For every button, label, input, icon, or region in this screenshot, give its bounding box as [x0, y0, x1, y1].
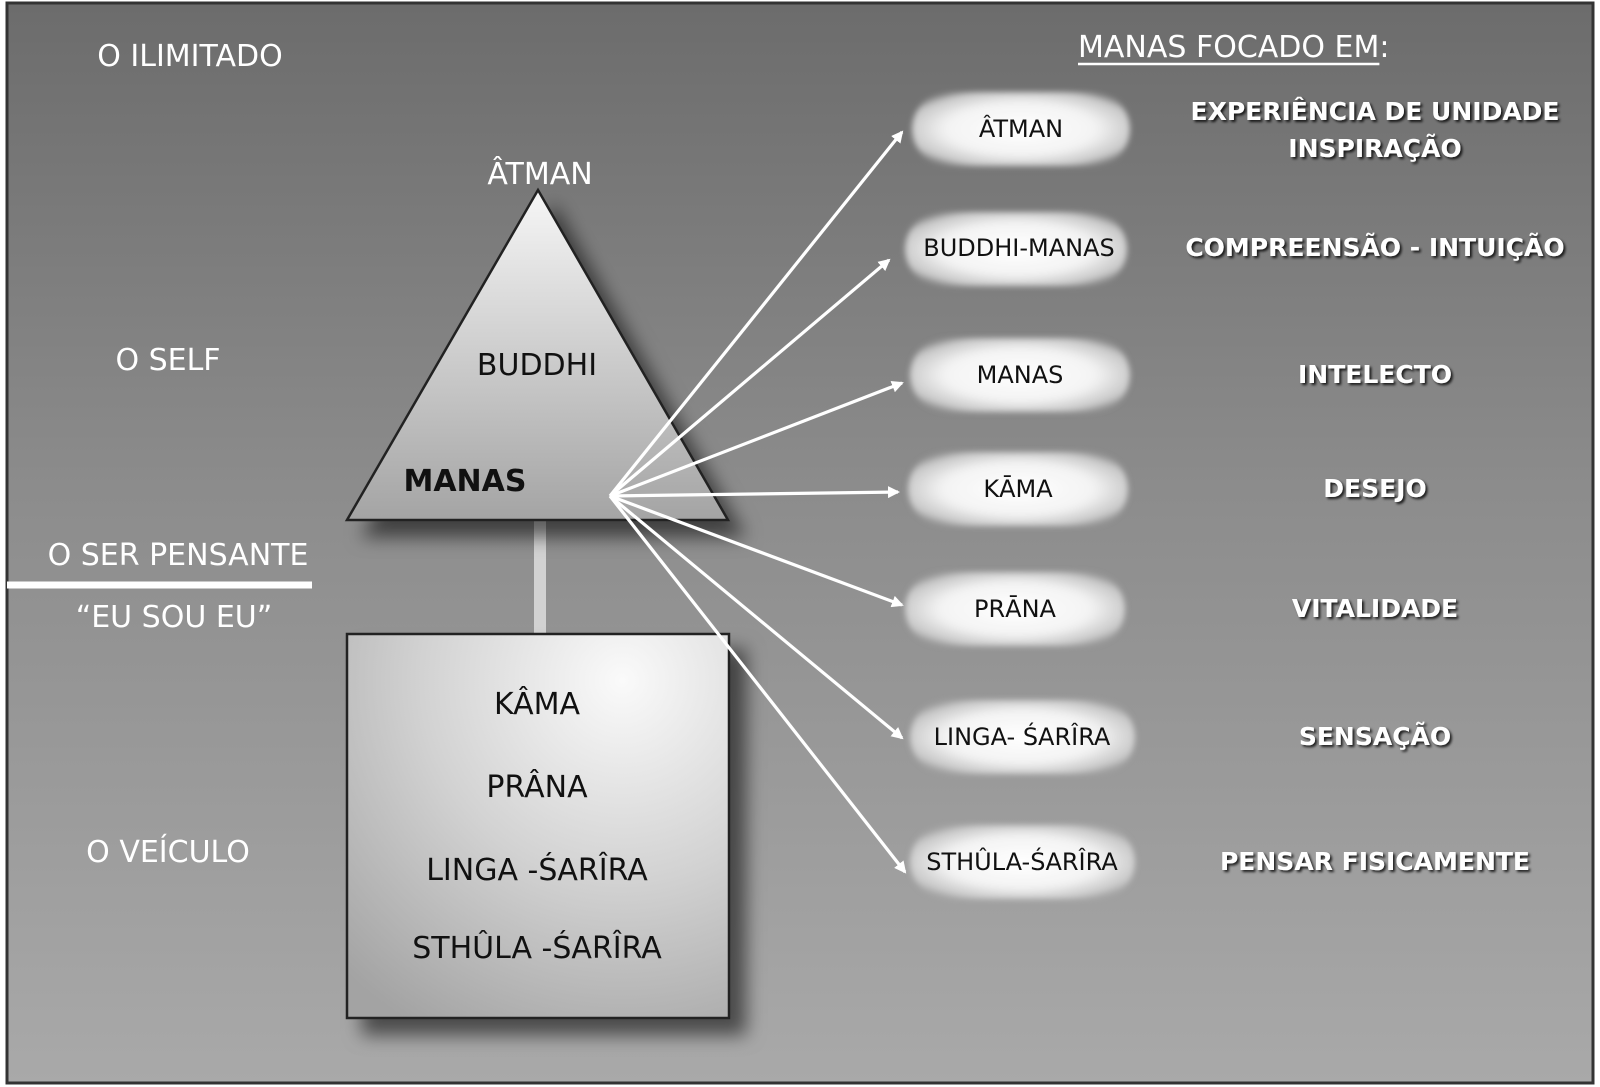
focus-atman-line1: EXPERIÊNCIA DE UNIDADE — [1191, 97, 1560, 126]
connector-bar — [534, 518, 546, 636]
focus-sthula-sarira: PENSAR FISICAMENTE — [1220, 847, 1530, 876]
pill-kama-shape — [908, 452, 1128, 526]
pill-linga-sarira-label: LINGA- ŚARÎRA — [934, 721, 1111, 751]
triangle-shape — [344, 187, 731, 522]
arrow-to-linga-sarira — [608, 494, 904, 740]
arrow-to-sthula-sarira — [608, 495, 907, 874]
arrow-to-buddhi-manas — [608, 258, 891, 498]
pill-linga-sarira: LINGA- ŚARÎRA — [910, 700, 1135, 774]
label-ser-pensante: O SER PENSANTE — [48, 538, 309, 573]
focus-header-title: MANAS FOCADO EM — [1078, 30, 1379, 65]
triangle-manas-label: MANAS — [403, 464, 526, 499]
pill-kama-label: KĀMA — [983, 474, 1053, 503]
box-item-kama: KÂMA — [494, 686, 581, 722]
box-item-prana: PRÂNA — [486, 769, 588, 805]
arrow-group — [608, 130, 907, 874]
focus-atman-line2: INSPIRAÇÃO — [1288, 134, 1461, 163]
focus-buddhi-manas: COMPREENSÃO - INTUIÇÃO — [1185, 233, 1564, 262]
focus-linga-sarira: SENSAÇÃO — [1299, 722, 1451, 751]
pill-linga-sarira-shape — [910, 700, 1135, 774]
pill-kama: KĀMA — [908, 452, 1128, 526]
pill-atman-label: ÂTMAN — [979, 114, 1063, 143]
triangle-buddhi-label: BUDDHI — [477, 348, 597, 383]
pill-sthula-sarira-label: STHÛLA-ŚARÎRA — [926, 846, 1118, 876]
box-item-linga-sarira: LINGA -ŚARÎRA — [426, 851, 648, 888]
pill-manas-label: MANAS — [977, 361, 1064, 389]
arrow-to-atman — [608, 130, 904, 498]
focus-header: MANAS FOCADO EM: — [1078, 30, 1390, 65]
pill-buddhi-manas-shape — [905, 212, 1127, 286]
triangle-apex-label: ÂTMAN — [487, 156, 592, 192]
pill-manas-shape — [910, 338, 1130, 412]
pill-sthula-sarira-shape — [910, 825, 1135, 899]
label-self: O SELF — [115, 343, 220, 378]
pill-buddhi-manas: BUDDHI-MANAS — [905, 212, 1127, 286]
pill-prana: PRĀNA — [905, 572, 1125, 646]
pill-prana-shape — [905, 572, 1125, 646]
focus-header-colon: : — [1379, 30, 1389, 65]
arrow-to-prana — [609, 494, 904, 608]
pill-atman: ÂTMAN — [912, 92, 1130, 166]
pill-prana-label: PRĀNA — [974, 594, 1057, 623]
pill-buddhi-manas-label: BUDDHI-MANAS — [923, 234, 1115, 262]
focus-prana: VITALIDADE — [1292, 594, 1458, 623]
focus-kama: DESEJO — [1323, 474, 1426, 503]
pill-sthula-sarira: STHÛLA-ŚARÎRA — [910, 825, 1135, 899]
arrow-to-manas — [609, 381, 904, 498]
pill-atman-shape — [912, 92, 1130, 166]
background-panel — [5, 1, 1595, 1085]
box-item-sthula-sarira: STHÛLA -ŚARÎRA — [412, 929, 662, 966]
label-ilimitado: O ILIMITADO — [97, 39, 283, 74]
focus-manas: INTELECTO — [1298, 360, 1452, 389]
pill-manas: MANAS — [910, 338, 1130, 412]
arrow-to-kama — [609, 486, 900, 499]
label-veiculo: O VEÍCULO — [86, 834, 250, 870]
vehicle-box — [345, 632, 731, 1020]
label-eu-sou-eu: “EU SOU EU” — [76, 600, 273, 635]
